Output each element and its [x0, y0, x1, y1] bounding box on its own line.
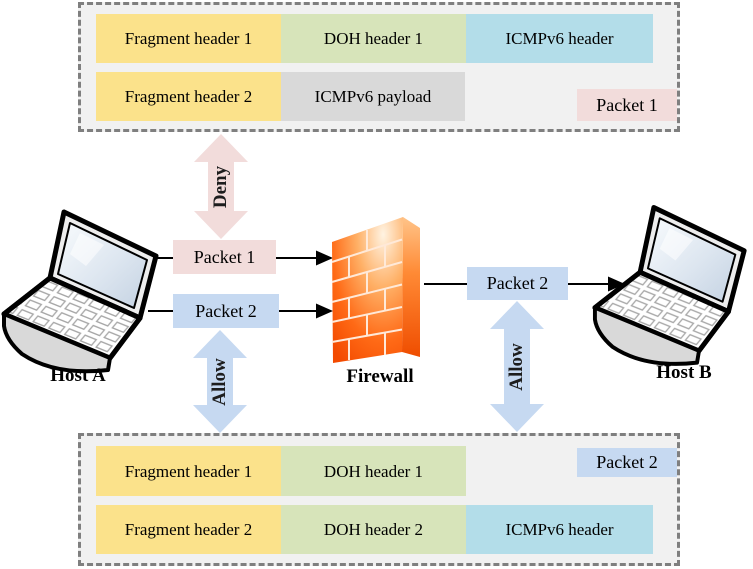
host-b-laptop-icon [591, 203, 753, 373]
packet2-flow-box-left: Packet 2 [173, 294, 279, 328]
flow-box-label: Packet 2 [195, 300, 257, 321]
packet2-fragment-header-2: Fragment header 2 [96, 505, 281, 554]
packet1-fragment-header-1: Fragment header 1 [96, 14, 281, 63]
packet1-tag: Packet 1 [577, 89, 677, 121]
packet1-doh-header-1: DOH header 1 [281, 14, 466, 63]
packet1-fragment-header-2: Fragment header 2 [96, 72, 281, 121]
cell-label: Fragment header 1 [124, 461, 253, 481]
packet2-flow-box-right: Packet 2 [467, 267, 568, 300]
packet2-doh-header-1: DOH header 1 [281, 446, 466, 496]
firewall-icon [331, 217, 420, 363]
packet1-flow-box: Packet 1 [173, 240, 276, 274]
cell-label: Fragment header 2 [124, 87, 253, 106]
allow-right-label: Allow [506, 342, 527, 391]
allow-arrow-right: Allow [490, 301, 544, 432]
packet2-tag: Packet 2 [577, 448, 677, 477]
cell-label: Fragment header 2 [124, 520, 253, 539]
packet1-structure-panel: Fragment header 1 DOH header 1 ICMPv6 he… [78, 2, 680, 132]
cell-label: ICMPv6 header [505, 520, 614, 539]
flow-box-label: Packet 1 [193, 246, 256, 267]
deny-double-arrow-icon [194, 134, 248, 239]
packet2-icmpv6-header: ICMPv6 header [466, 505, 653, 554]
arrowhead-to-host-b [608, 276, 625, 292]
host-a-laptop-icon [0, 208, 165, 380]
allow-double-arrow-icon [193, 330, 247, 433]
allow-double-arrow-icon [490, 301, 544, 432]
packet1-icmpv6-payload: ICMPv6 payload [281, 72, 465, 121]
firewall-label: Firewall [346, 366, 414, 387]
host-a-label: Host A [50, 365, 106, 386]
cell-label: ICMPv6 header [505, 29, 614, 48]
host-b-label: Host B [656, 362, 712, 383]
cell-label: DOH header 2 [323, 520, 424, 539]
packet2-fragment-header-1: Fragment header 1 [96, 446, 281, 496]
cell-label: DOH header 1 [323, 29, 424, 48]
packet-tag-label: Packet 2 [596, 452, 658, 472]
cell-label: ICMPv6 payload [314, 87, 432, 106]
allow-arrow-left: Allow [193, 330, 247, 433]
cell-label: Fragment header 1 [124, 29, 253, 48]
arrowhead-packet1-to-firewall [316, 250, 333, 266]
packet-tag-label: Packet 1 [596, 94, 658, 115]
packet2-structure-panel: Packet 2 Fragment header 1 DOH header 1 … [78, 433, 680, 566]
packet2-doh-header-2: DOH header 2 [281, 505, 466, 554]
deny-label: Deny [210, 165, 231, 208]
arrowhead-packet2-to-firewall [316, 303, 333, 319]
deny-arrow: Deny [194, 134, 248, 239]
allow-left-label: Allow [209, 357, 230, 406]
cell-label: DOH header 1 [323, 461, 424, 481]
packet1-icmpv6-header: ICMPv6 header [466, 14, 653, 63]
flow-box-label: Packet 2 [486, 273, 549, 293]
